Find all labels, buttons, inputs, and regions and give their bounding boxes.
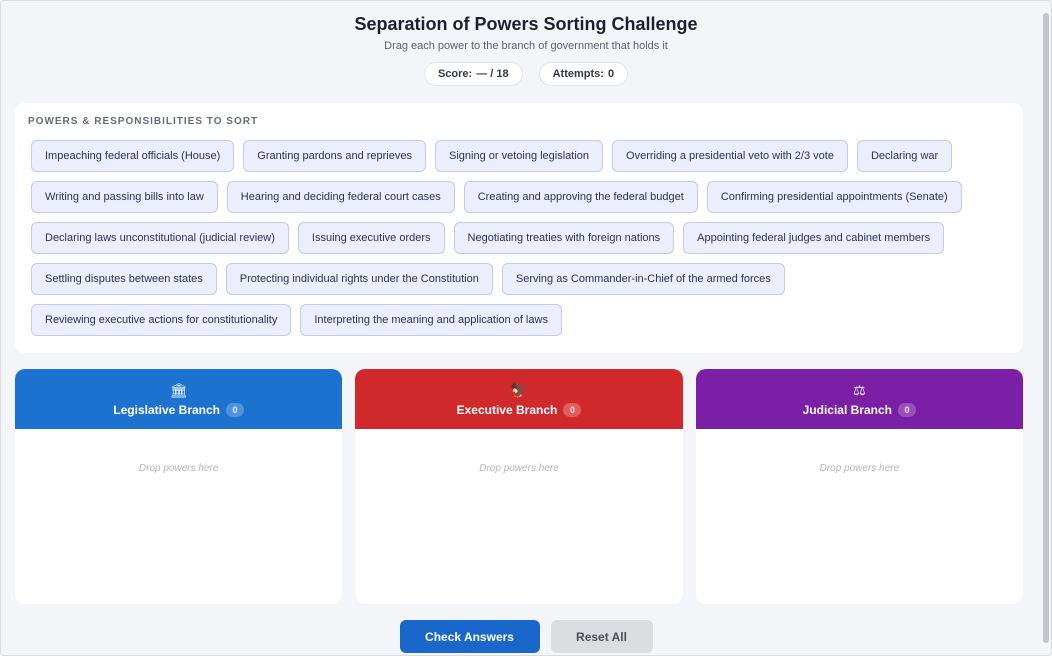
power-chip[interactable]: Confirming presidential appointments (Se…: [706, 181, 962, 213]
power-chip[interactable]: Reviewing executive actions for constitu…: [31, 304, 292, 336]
pool-title: POWERS & RESPONSIBILITIES TO SORT: [28, 116, 259, 127]
branch-count-badge: 0: [563, 402, 582, 417]
power-chip[interactable]: Granting pardons and reprieves: [243, 140, 426, 172]
branch-name: Legislative Branch: [113, 402, 221, 417]
branch-title-row: Executive Branch 0: [456, 402, 582, 417]
drop-hint: Drop powers here: [819, 463, 900, 474]
scrollbar[interactable]: [1043, 13, 1049, 643]
power-chip[interactable]: Signing or vetoing legislation: [435, 140, 604, 172]
powers-pool[interactable]: POWERS & RESPONSIBILITIES TO SORT Impeac…: [15, 103, 1023, 353]
score-badge: Score: — / 18: [423, 62, 523, 86]
power-chip[interactable]: Overriding a presidential veto with 2/3 …: [612, 140, 848, 172]
power-chip[interactable]: Hearing and deciding federal court cases: [226, 181, 455, 213]
branch-count-badge: 0: [226, 402, 245, 417]
power-chip[interactable]: Issuing executive orders: [297, 222, 445, 254]
power-chip[interactable]: Settling disputes between states: [31, 263, 217, 295]
header: Separation of Powers Sorting Challenge D…: [1, 1, 1051, 86]
power-chip[interactable]: Declaring war: [856, 140, 953, 172]
reset-all-button[interactable]: Reset All: [550, 620, 653, 653]
page-title: Separation of Powers Sorting Challenge: [354, 14, 698, 34]
power-chip[interactable]: Serving as Commander-in-Chief of the arm…: [501, 263, 785, 295]
check-answers-button[interactable]: Check Answers: [399, 620, 540, 653]
drop-hint: Drop powers here: [479, 463, 559, 474]
scrollbar-thumb[interactable]: [1043, 13, 1049, 643]
branch-header: 🦅 Executive Branch 0: [355, 369, 683, 429]
action-bar: Check Answers Reset All: [1, 620, 1051, 653]
branch-name: Judicial Branch: [802, 402, 892, 417]
power-chip[interactable]: Creating and approving the federal budge…: [463, 181, 698, 213]
branch-title-row: Legislative Branch 0: [113, 402, 245, 417]
branch-header: ⚖ Judicial Branch 0: [695, 369, 1023, 429]
branch-header: 🏛 Legislative Branch 0: [15, 369, 343, 429]
power-chip[interactable]: Impeaching federal officials (House): [31, 140, 235, 172]
scales-icon: ⚖: [853, 381, 866, 398]
attempts-badge: Attempts: 0: [538, 62, 629, 86]
power-chip[interactable]: Writing and passing bills into law: [31, 181, 218, 213]
power-chip[interactable]: Declaring laws unconstitutional (judicia…: [31, 222, 289, 254]
score-value: — / 18: [476, 68, 509, 80]
drop-hint: Drop powers here: [138, 463, 219, 474]
stats-bar: Score: — / 18 Attempts: 0: [1, 62, 1051, 86]
power-chip[interactable]: Negotiating treaties with foreign nation…: [453, 222, 675, 254]
power-chip[interactable]: Protecting individual rights under the C…: [225, 263, 493, 295]
power-chip-list: Impeaching federal officials (House)Gran…: [31, 140, 1016, 336]
page-subtitle: Drag each power to the branch of governm…: [384, 40, 668, 52]
power-chip[interactable]: Appointing federal judges and cabinet me…: [683, 222, 945, 254]
attempts-label: Attempts:: [552, 68, 604, 80]
branch-title-row: Judicial Branch 0: [802, 402, 916, 417]
branch-count-badge: 0: [898, 402, 916, 417]
eagle-icon: 🦅: [510, 381, 528, 398]
branch-name: Executive Branch: [456, 402, 558, 417]
branch-drop-zone[interactable]: Drop powers here: [15, 429, 342, 604]
capitol-building-icon: 🏛: [169, 381, 188, 398]
score-label: Score:: [437, 68, 473, 80]
attempts-value: 0: [607, 68, 615, 80]
power-chip[interactable]: Interpreting the meaning and application…: [300, 304, 562, 336]
branch-drop-zone[interactable]: Drop powers here: [696, 429, 1023, 604]
branch-drop-zone[interactable]: Drop powers here: [355, 429, 682, 604]
